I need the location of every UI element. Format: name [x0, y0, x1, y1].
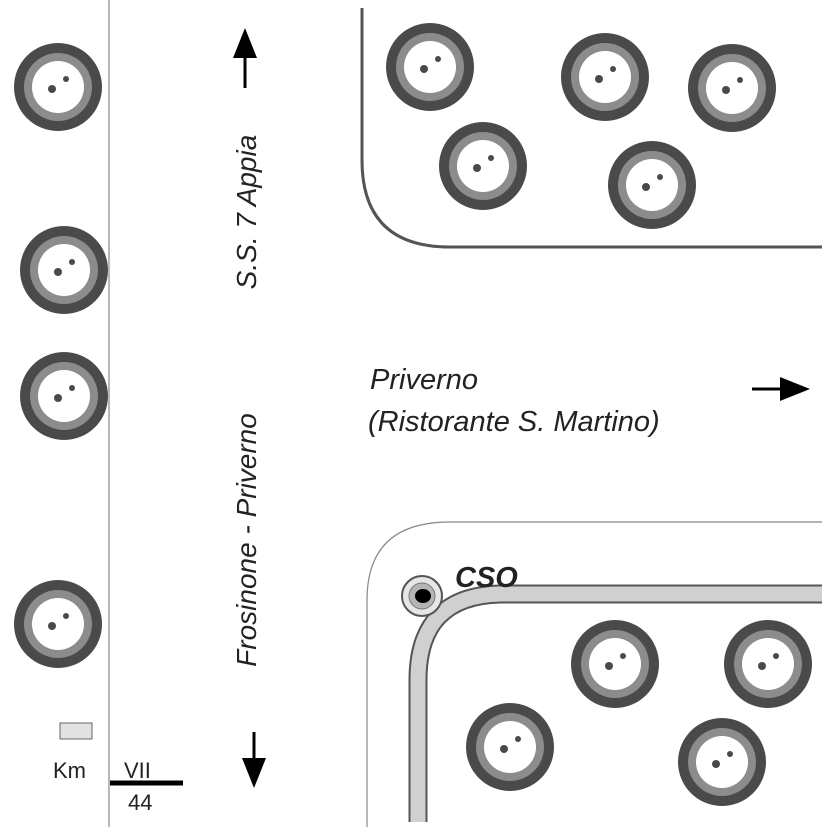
cso-marker-icon — [401, 575, 443, 617]
tree-icon — [688, 44, 776, 132]
tree-icon — [724, 620, 812, 708]
arrow-up-icon — [233, 28, 257, 88]
tree-icon — [439, 122, 527, 210]
road-number-label: VII — [124, 758, 151, 783]
arrow-down-icon — [242, 732, 266, 788]
lower-block-boundary — [366, 521, 822, 827]
tree-icon — [466, 703, 554, 791]
landmark-label: (Ristorante S. Martino) — [368, 406, 660, 438]
upper-block-boundary — [360, 8, 822, 249]
tree-icon — [386, 23, 474, 111]
destination-label: Priverno — [370, 364, 478, 396]
tree-icon — [20, 352, 108, 440]
tree-icon — [678, 718, 766, 806]
road-label-lower: Frosinone - Priverno — [231, 413, 262, 667]
tree-icon — [14, 43, 102, 131]
cso-label: CSO — [455, 562, 518, 594]
tree-icon — [571, 620, 659, 708]
tree-icon — [20, 226, 108, 314]
tree-icon — [608, 141, 696, 229]
km-unit-label: Km — [53, 758, 86, 783]
tree-icon — [561, 33, 649, 121]
arrow-right-icon — [752, 377, 810, 401]
tree-icon — [14, 580, 102, 668]
km-value-label: 44 — [128, 790, 152, 815]
road-label-upper: S.S. 7 Appia — [231, 135, 262, 290]
km-legend-swatch — [59, 722, 93, 740]
